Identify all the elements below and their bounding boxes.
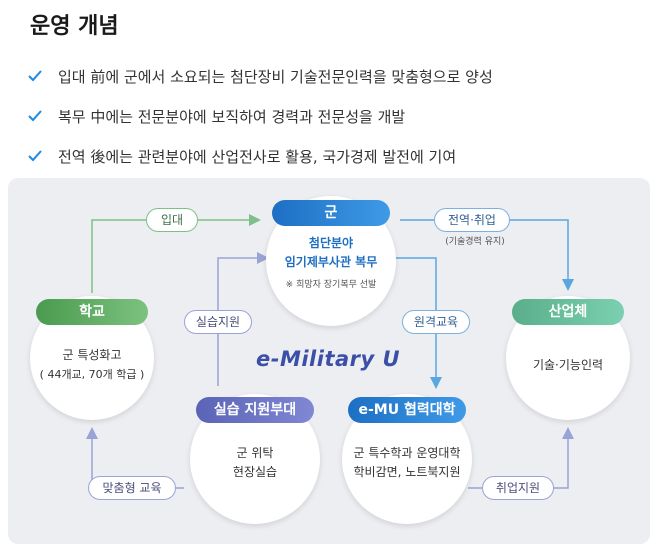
section-title: 운영 개념 (30, 14, 119, 39)
industry-tag: 산업체 (512, 299, 624, 325)
bullet-list: 입대 前에 군에서 소요되는 첨단장비 기술전문인력을 맞춤형으로 양성 복무 … (28, 56, 493, 176)
support-unit-text: 군 위탁 현장실습 (232, 446, 278, 479)
industry-text: 기술·기능인력 (532, 358, 604, 372)
check-icon (28, 110, 42, 122)
check-icon (28, 70, 42, 82)
emu-university-text: 군 특수학과 운영대학 학비감면, 노트북지원 (353, 446, 461, 479)
brand-logo-text: e-Military U (256, 347, 401, 371)
check-icon (28, 150, 42, 162)
bullet-text: 전역 後에는 관련분야에 산업전사로 활용, 국가경제 발전에 기여 (58, 147, 457, 166)
bullet-text: 복무 中에는 전문분야에 보직하여 경력과 전문성을 개발 (58, 107, 406, 126)
military-text: 첨단분야 임기제부사관 복무 ※ 희망자 장기복무 선발 (284, 236, 378, 290)
label-remote: 원격교육 (402, 310, 470, 334)
label-discharge-note: (기술경력 유지) (445, 237, 505, 247)
operation-diagram: 군 첨단분야 임기제부사관 복무 ※ 희망자 장기복무 선발 학교 군 특성화고… (8, 178, 650, 544)
bullet-item: 복무 中에는 전문분야에 보직하여 경력과 전문성을 개발 (28, 96, 493, 136)
label-custom-education: 맞춤형 교육 (88, 476, 176, 500)
school-tag: 학교 (36, 299, 148, 325)
bullet-item: 입대 前에 군에서 소요되는 첨단장비 기술전문인력을 맞춤형으로 양성 (28, 56, 493, 96)
label-enlist: 입대 (146, 208, 198, 232)
military-tag: 군 (272, 200, 390, 226)
bullet-item: 전역 後에는 관련분야에 산업전사로 활용, 국가경제 발전에 기여 (28, 136, 493, 176)
label-practice: 실습지원 (184, 310, 252, 334)
school-text: 군 특성화고 ( 44개교, 70개 학급 ) (39, 348, 145, 381)
bullet-text: 입대 前에 군에서 소요되는 첨단장비 기술전문인력을 맞춤형으로 양성 (58, 67, 493, 86)
label-discharge: 전역·취업 (434, 208, 510, 232)
support-unit-tag: 실습 지원부대 (196, 397, 314, 423)
label-job-support: 취업지원 (482, 476, 554, 500)
emu-university-tag: e-MU 협력대학 (348, 397, 466, 423)
